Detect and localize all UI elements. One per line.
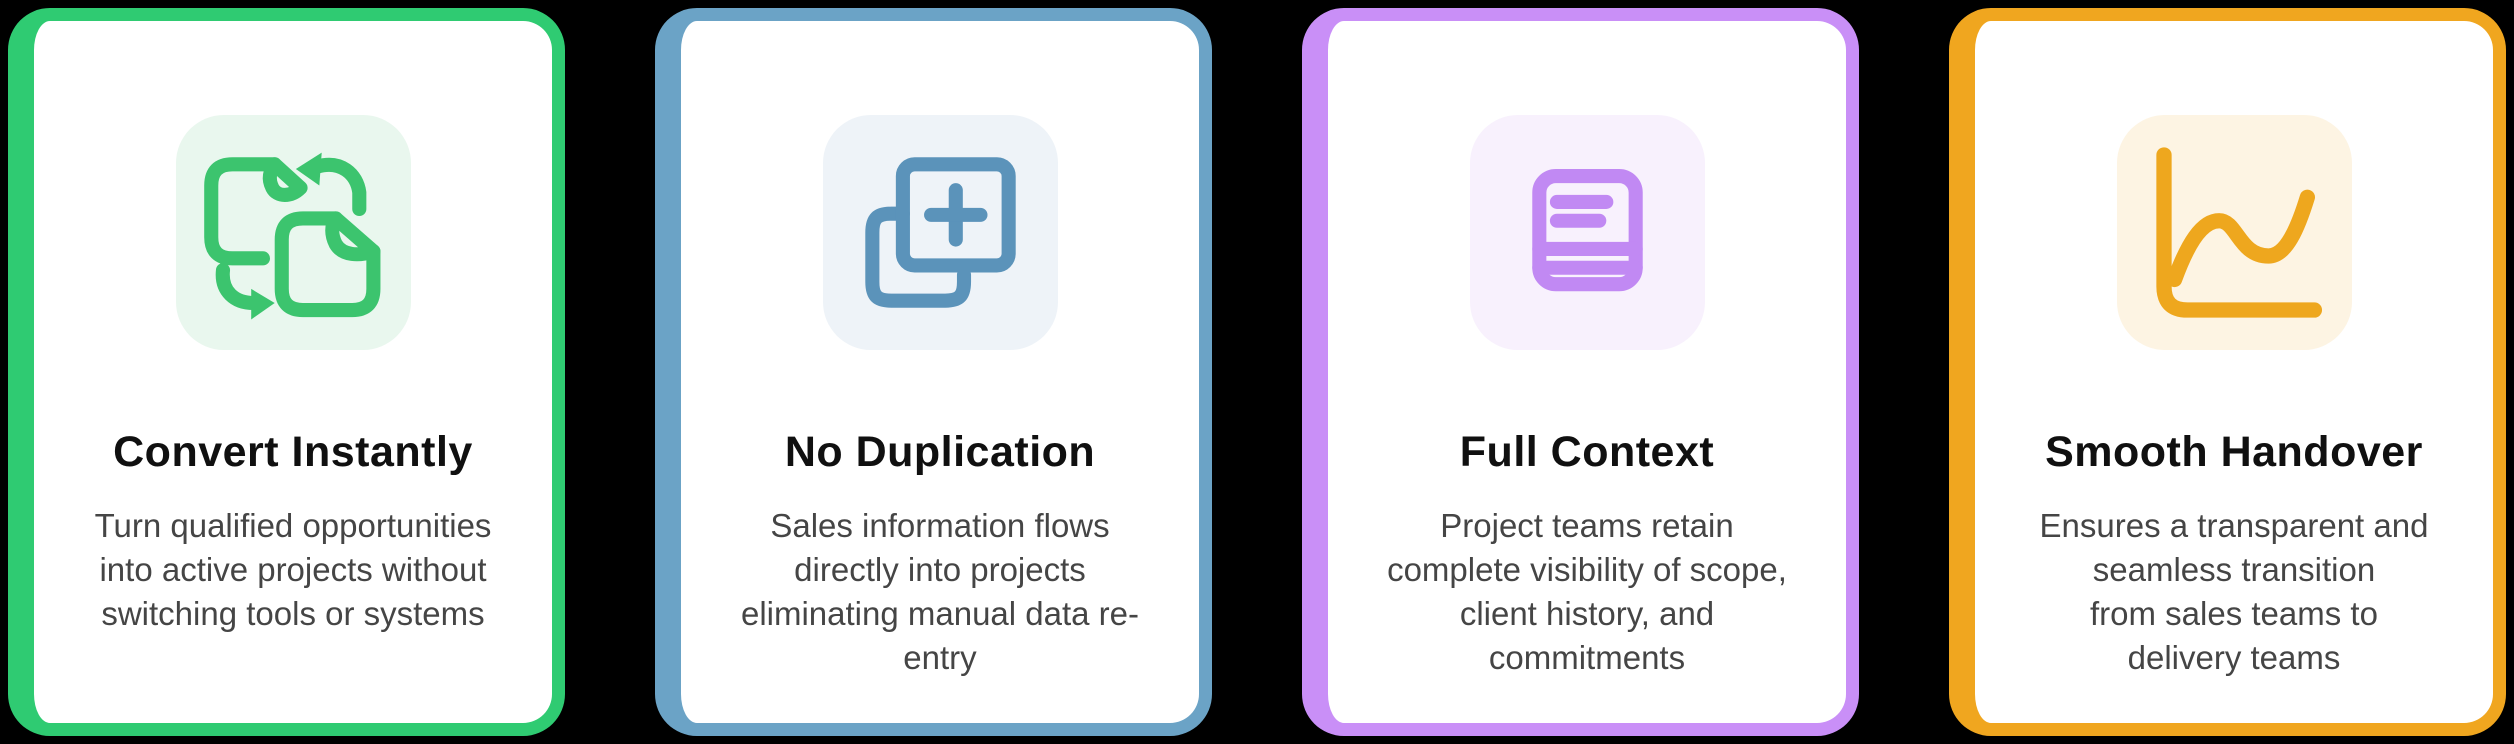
card-title: Convert Instantly: [113, 428, 473, 476]
card-body: Project teams retain complete visibility…: [1387, 507, 1787, 676]
icon-tile: [1469, 115, 1705, 350]
icon-tile: [175, 115, 411, 350]
card-body: Turn qualified opportunities into active…: [94, 507, 492, 632]
card-title: No Duplication: [784, 428, 1096, 476]
card-title: Smooth Handover: [2045, 428, 2423, 476]
feature-card-smooth-handover: Smooth Handover Ensures a transparent an…: [1949, 8, 2506, 736]
icon-tile: [2116, 115, 2352, 350]
card-title: Full Context: [1459, 428, 1715, 476]
line-chart-icon: [2155, 147, 2322, 318]
feature-card-convert-instantly: Convert Instantly Turn qualified opportu…: [8, 8, 565, 736]
feature-card-full-context: Full Context Project teams retain comple…: [1302, 8, 1859, 736]
duplicate-plus-icon: [864, 157, 1016, 308]
book-icon: [1531, 169, 1643, 292]
file-transfer-icon: [203, 152, 380, 320]
card-body: Ensures a transparent and seamless trans…: [2039, 507, 2429, 676]
feature-card-no-duplication: No Duplication Sales information flows d…: [655, 8, 1212, 736]
card-body: Sales information flows directly into pr…: [740, 507, 1140, 676]
icon-tile: [822, 115, 1058, 350]
